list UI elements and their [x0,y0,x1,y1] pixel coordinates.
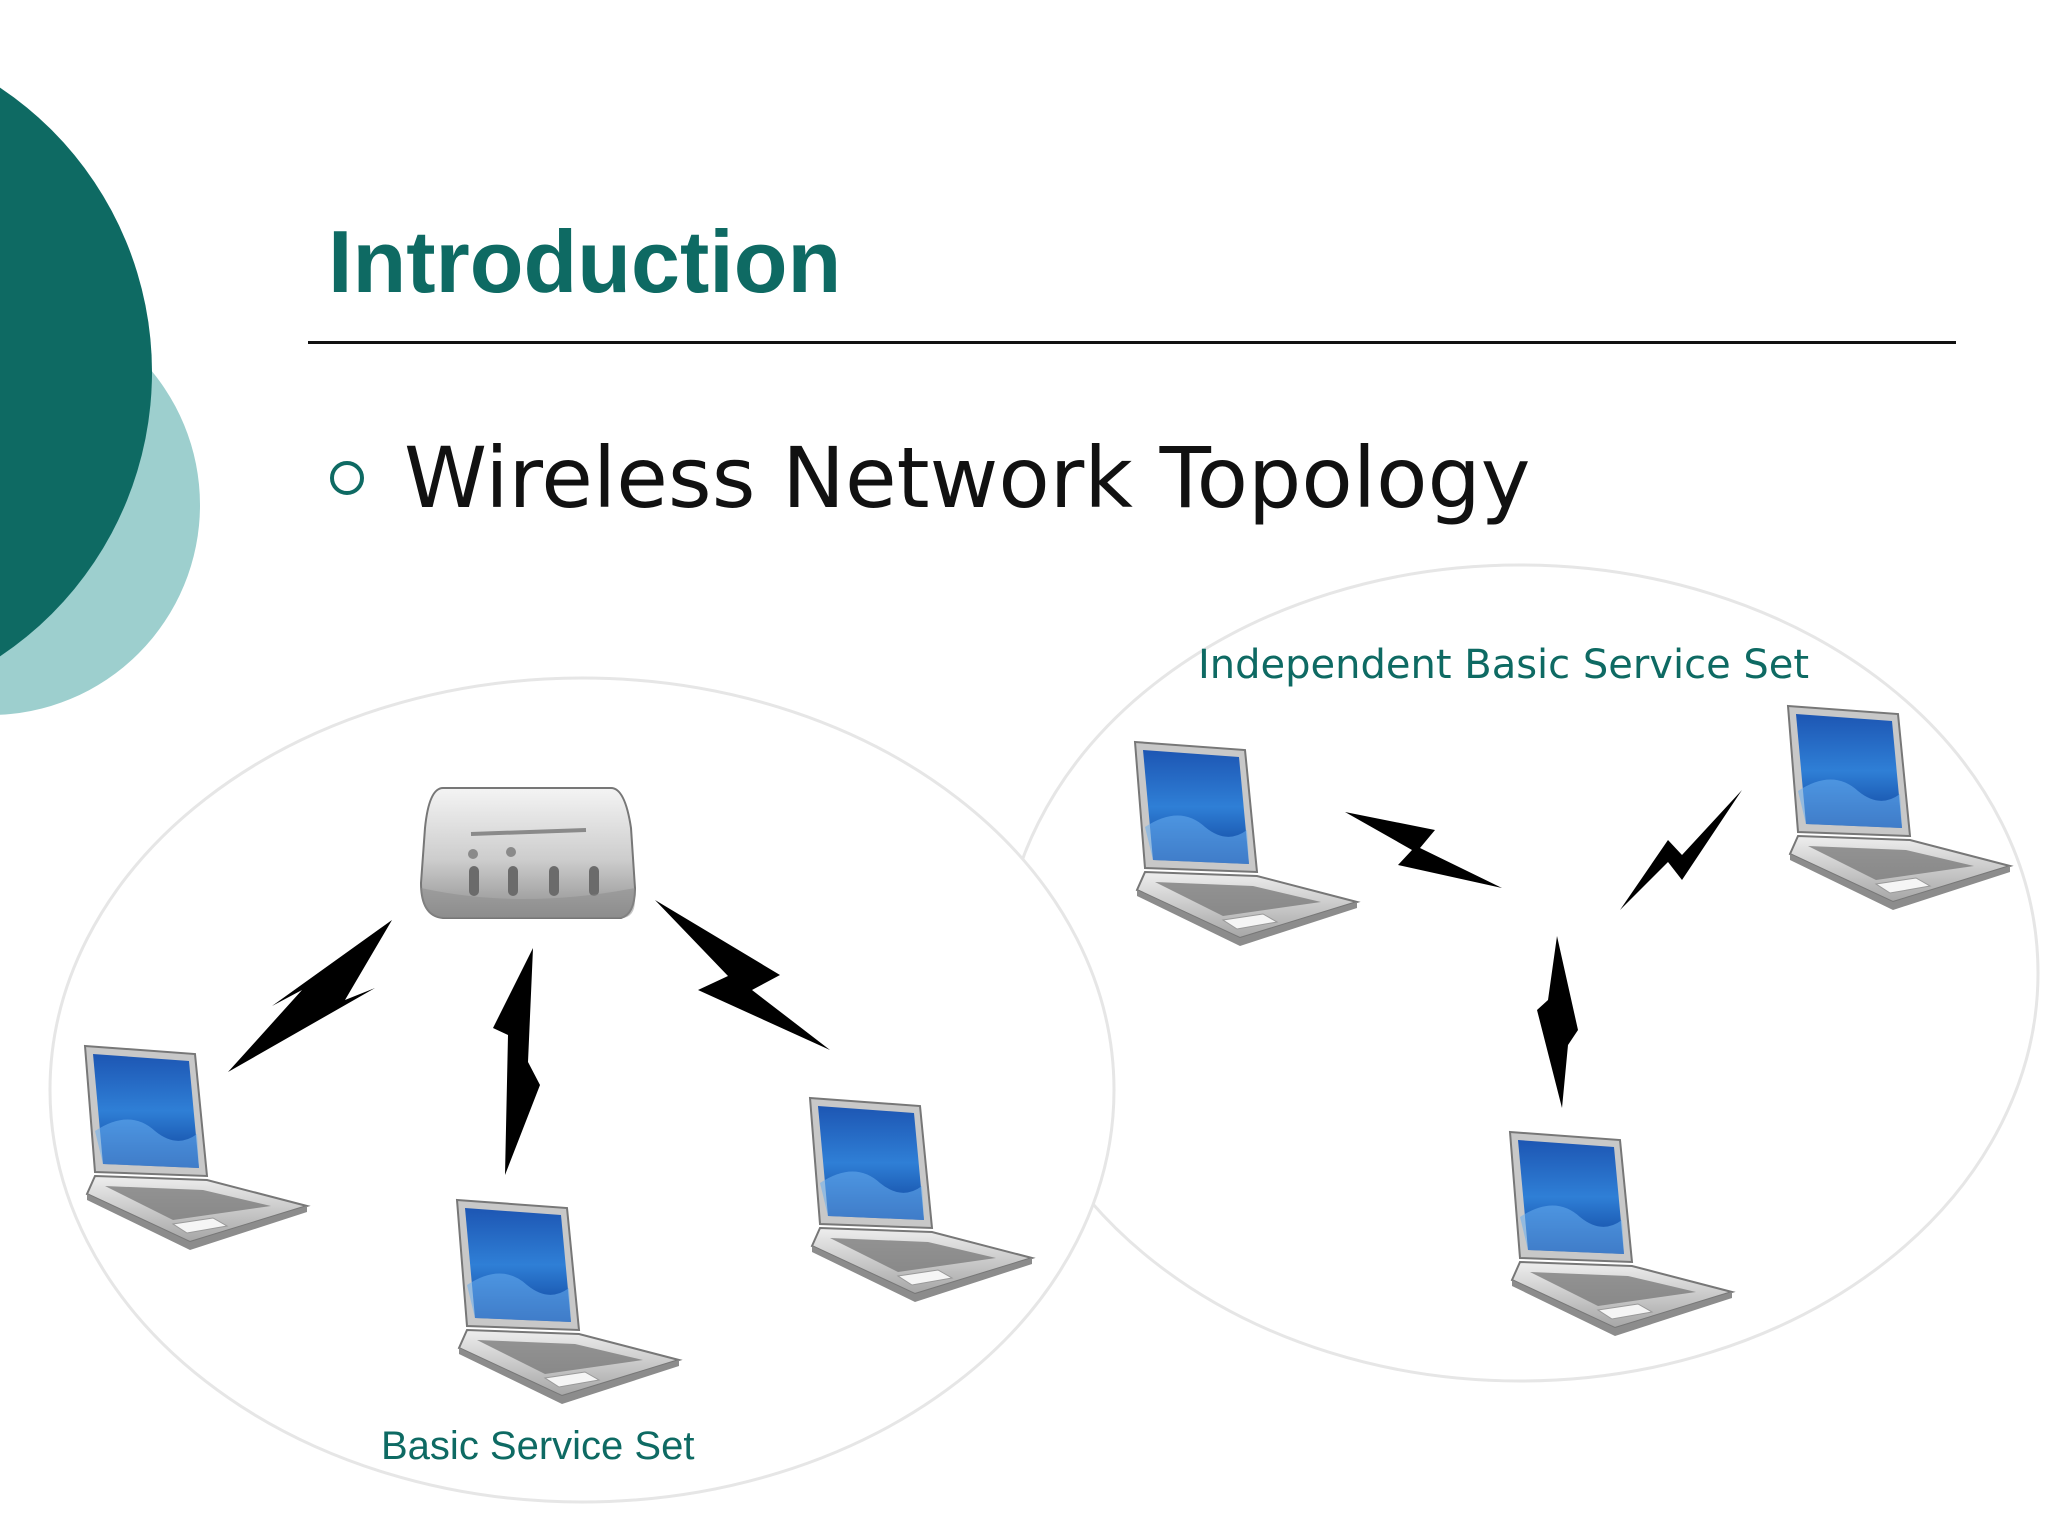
slide-title: Introduction [328,212,842,311]
bullet-item: Wireless Network Topology [330,428,1531,528]
lightning-bolt-icon [655,900,830,1050]
lightning-bolt-icon [1537,936,1578,1108]
bullet-text: Wireless Network Topology [404,429,1531,527]
laptop-icon [1787,705,2011,911]
title-divider [308,341,1956,344]
lightning-bolt-icon [228,920,392,1072]
bss-boundary [48,676,1116,1504]
lightning-bolt-icon [1345,812,1502,888]
bss-label: Basic Service Set [381,1424,695,1468]
laptop-icon [1134,741,1358,947]
lightning-bolt-icon [1620,790,1742,910]
router-icon [419,787,637,919]
decor-circle-dark [0,87,152,657]
lightning-bolt-icon [493,948,540,1175]
ibss-label: Independent Basic Service Set [1198,642,1810,688]
laptop-icon [1509,1131,1733,1337]
hollow-circle-bullet-icon [330,461,364,495]
